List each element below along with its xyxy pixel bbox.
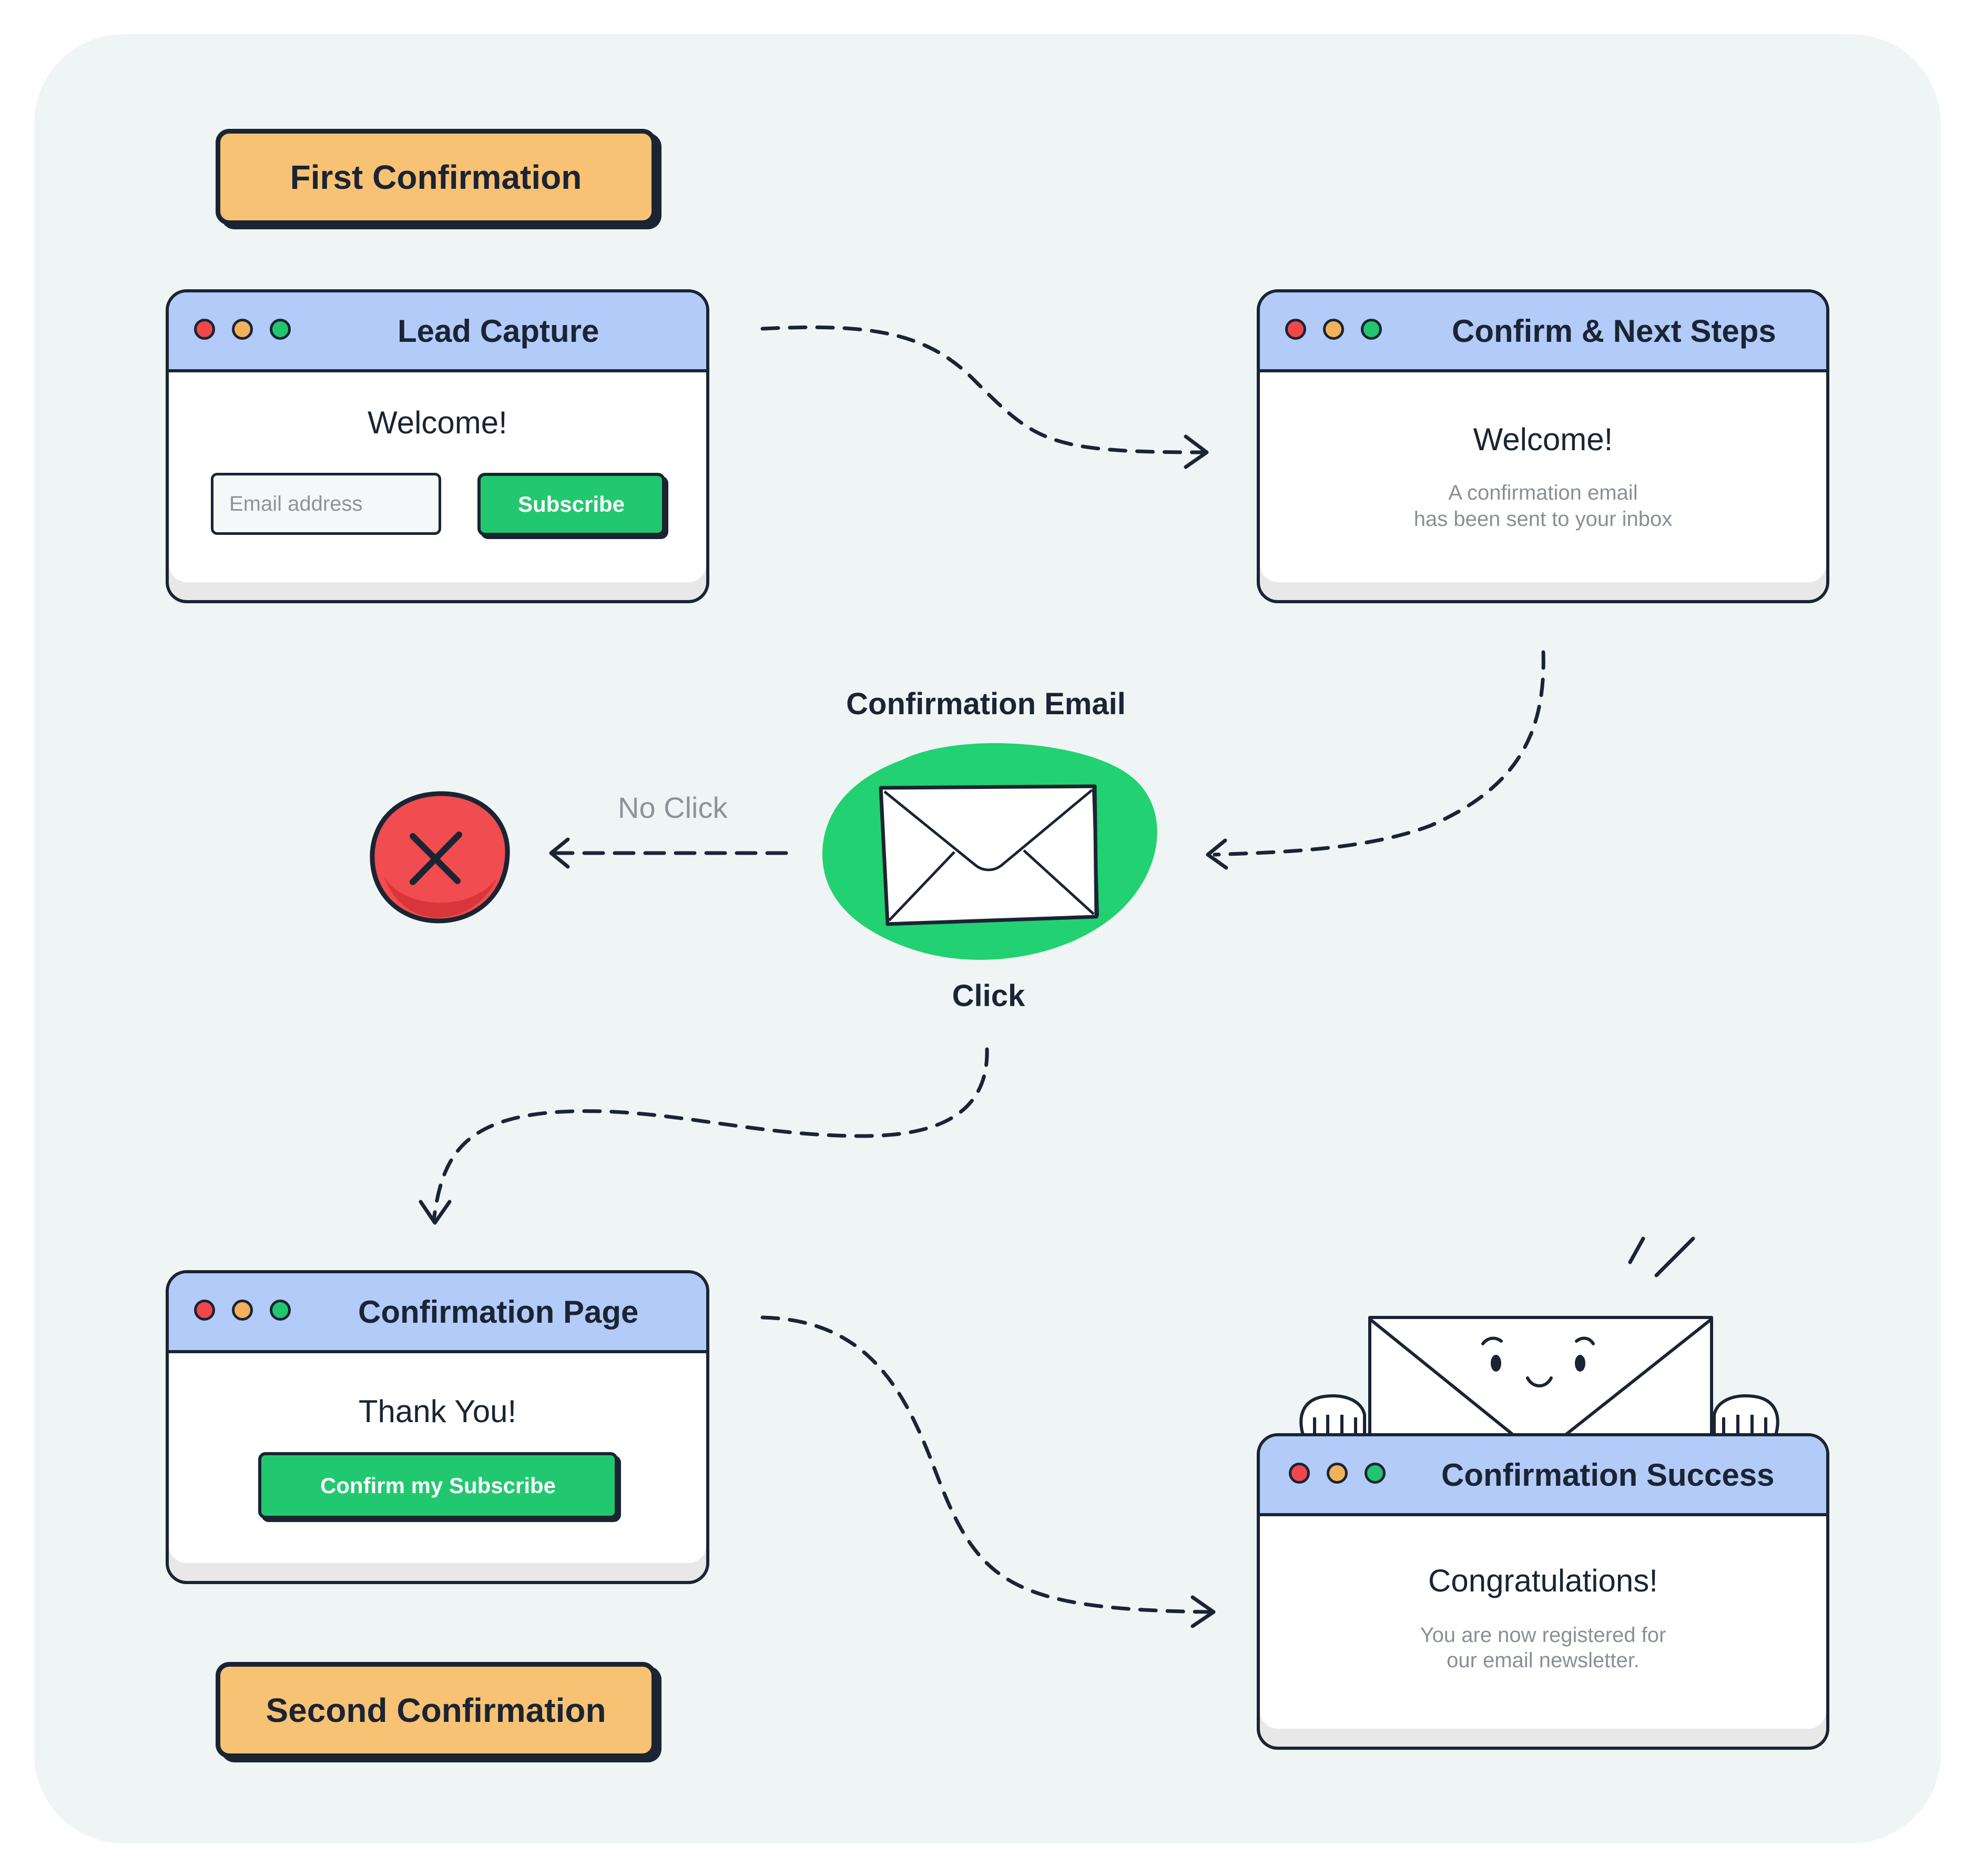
first-confirmation-tag: First Confirmation: [216, 129, 656, 225]
thank-you-heading: Thank You!: [358, 1394, 517, 1429]
maximize-dot-icon[interactable]: [1361, 319, 1382, 340]
confirm-next-steps-window: Confirm & Next Steps Welcome! A confirma…: [1257, 289, 1829, 603]
arrow-head-5: [1190, 1595, 1216, 1628]
first-confirmation-label: First Confirmation: [290, 158, 582, 196]
click-label: Click: [952, 979, 1025, 1013]
window-title: Confirmation Page: [358, 1294, 639, 1330]
window-title-bar: Confirm & Next Steps: [1260, 292, 1826, 372]
confirmation-line-2: has been sent to your inbox: [1413, 508, 1673, 531]
arrow-head-3: [549, 837, 570, 869]
close-dot-icon[interactable]: [1289, 1463, 1310, 1484]
arrow-page-to-success: [760, 1315, 1212, 1614]
email-field[interactable]: Email address: [211, 473, 441, 535]
window-title: Lead Capture: [398, 313, 599, 349]
window-title: Confirmation Success: [1441, 1457, 1775, 1493]
window-title-bar: Lead Capture: [169, 292, 706, 372]
confirm-subscribe-button[interactable]: Confirm my Subscribe: [258, 1452, 618, 1519]
minimize-dot-icon[interactable]: [1323, 319, 1344, 340]
second-confirmation-tag: Second Confirmation: [216, 1662, 656, 1758]
window-title-bar: Confirmation Success: [1260, 1436, 1826, 1516]
lead-capture-window: Lead Capture Welcome! Email address Subs…: [166, 289, 709, 603]
welcome-heading: Welcome!: [368, 405, 507, 440]
success-line-2: our email newsletter.: [1447, 1649, 1640, 1672]
confirmation-success-window: Confirmation Success Congratulations! Yo…: [1257, 1433, 1829, 1750]
congratulations-heading: Congratulations!: [1428, 1563, 1658, 1598]
close-dot-icon[interactable]: [194, 1300, 215, 1321]
confirmation-page-window: Confirmation Page Thank You! Confirm my …: [166, 1270, 709, 1584]
arrow-head-4: [419, 1200, 452, 1225]
arrow-confirm-to-email: [1213, 650, 1545, 857]
subscribe-button[interactable]: Subscribe: [477, 473, 665, 536]
arrow-email-to-page: [432, 1047, 989, 1222]
no-click-label: No Click: [618, 791, 728, 824]
window-title-bar: Confirmation Page: [169, 1273, 706, 1353]
arrow-head-2: [1206, 838, 1228, 870]
arrow-head-1: [1184, 434, 1209, 469]
success-line-1: You are now registered for: [1420, 1624, 1666, 1647]
close-dot-icon[interactable]: [1285, 319, 1306, 340]
rejected-x-icon: [370, 791, 510, 924]
maximize-dot-icon[interactable]: [1365, 1463, 1386, 1484]
minimize-dot-icon[interactable]: [1327, 1463, 1348, 1484]
close-dot-icon[interactable]: [194, 319, 215, 340]
welcome-heading: Welcome!: [1473, 422, 1613, 457]
window-title: Confirm & Next Steps: [1452, 313, 1776, 349]
envelope-icon[interactable]: [818, 739, 1165, 970]
second-confirmation-label: Second Confirmation: [266, 1691, 606, 1729]
confirmation-line-1: A confirmation email: [1448, 481, 1638, 504]
confirmation-email-title: Confirmation Email: [846, 687, 1126, 721]
maximize-dot-icon[interactable]: [270, 319, 291, 340]
minimize-dot-icon[interactable]: [232, 1300, 253, 1321]
arrow-lead-to-confirm: [760, 325, 1206, 454]
happy-envelope-icon: [1299, 1236, 1779, 1443]
minimize-dot-icon[interactable]: [232, 319, 253, 340]
maximize-dot-icon[interactable]: [270, 1300, 291, 1321]
